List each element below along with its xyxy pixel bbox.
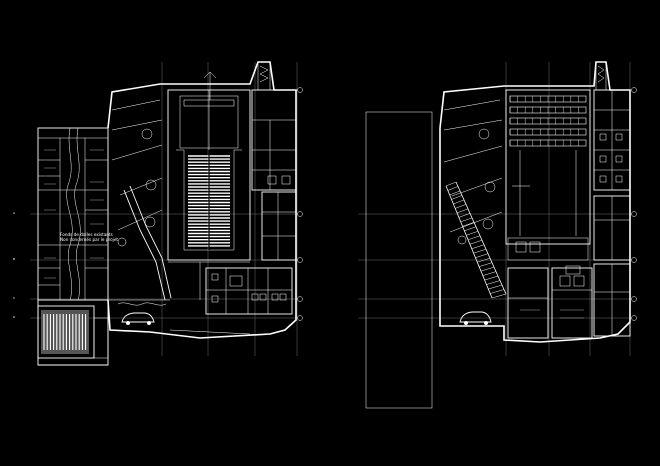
roof-trusses bbox=[509, 95, 587, 147]
main-auditorium-seating bbox=[188, 152, 230, 250]
right-axis-markers bbox=[631, 87, 637, 321]
stair-tread bbox=[490, 289, 505, 294]
stair-tread bbox=[469, 240, 483, 245]
stair-tread bbox=[464, 226, 477, 232]
main-auditorium bbox=[167, 71, 251, 300]
left-service-rooms bbox=[205, 61, 297, 315]
left-axis-markers: A B C D bbox=[13, 87, 303, 321]
car-symbol-right bbox=[459, 311, 492, 325]
stair-tread bbox=[484, 275, 499, 281]
car-symbol bbox=[121, 312, 155, 325]
stair-tread bbox=[479, 262, 493, 267]
diagonal-staircase bbox=[445, 181, 507, 299]
existing-building-outline bbox=[365, 111, 433, 409]
upper-hall bbox=[505, 89, 591, 275]
stair-tread bbox=[462, 222, 475, 227]
stair-edge bbox=[455, 181, 507, 295]
right-lower-rooms bbox=[507, 267, 593, 339]
axis-label: C bbox=[13, 296, 15, 300]
axis-label: A bbox=[13, 211, 16, 215]
axis-label: B bbox=[13, 257, 15, 261]
right-service-rooms bbox=[593, 61, 631, 337]
stair-tread bbox=[468, 235, 481, 240]
stair-tread bbox=[460, 217, 473, 223]
stair-tread bbox=[458, 213, 471, 218]
stair-tread bbox=[453, 199, 465, 205]
lower-auditorium bbox=[37, 305, 109, 359]
stair-tread bbox=[447, 186, 459, 191]
stair-tread bbox=[449, 190, 461, 196]
stair-tread bbox=[445, 181, 457, 187]
stair-tread bbox=[477, 257, 491, 263]
stair-tread bbox=[455, 204, 467, 209]
stair-tread bbox=[473, 248, 487, 254]
right-grid-lines bbox=[358, 62, 631, 356]
axis-label: D bbox=[13, 315, 16, 319]
stair-tread bbox=[480, 266, 495, 272]
left-floor-plan: A B C D bbox=[13, 61, 303, 366]
lower-auditorium-seating bbox=[43, 314, 87, 350]
stair-tread bbox=[488, 284, 503, 290]
annotation-line-2: Non concernés par le projet bbox=[60, 237, 118, 242]
stair-edge bbox=[445, 185, 493, 299]
right-main-building bbox=[439, 61, 631, 343]
stair-tread bbox=[486, 280, 501, 285]
stair-tread bbox=[466, 231, 479, 236]
stair-tread bbox=[491, 293, 507, 299]
annotation-line-1: Fonds de dalles existants bbox=[60, 232, 113, 237]
stair-tread bbox=[456, 208, 469, 214]
stair-tread bbox=[475, 253, 489, 258]
stair-tread bbox=[451, 195, 463, 200]
stair-tread bbox=[471, 244, 485, 249]
right-floor-plan bbox=[358, 61, 637, 409]
stair-tread bbox=[482, 271, 497, 276]
